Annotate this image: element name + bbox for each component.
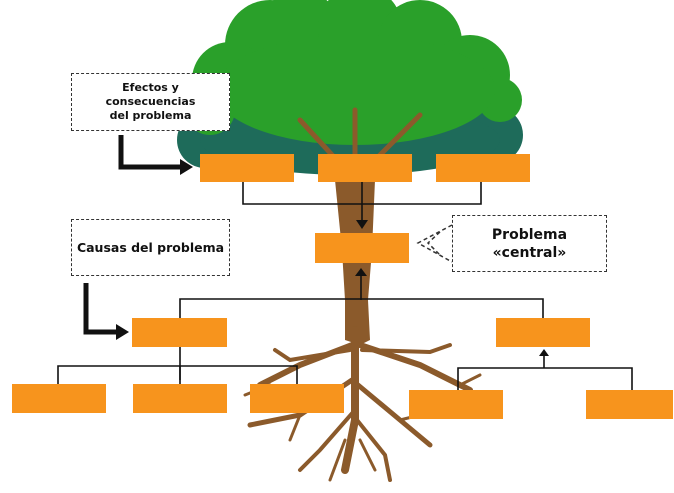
effects-label: Efectos y consecuencias del problema xyxy=(71,73,230,131)
central-chevron-icon xyxy=(416,224,453,263)
arrowheads xyxy=(355,220,549,356)
central-problem-box[interactable] xyxy=(315,233,409,263)
causes-arrow-icon xyxy=(116,324,129,340)
secondary-cause-box-3[interactable] xyxy=(250,384,344,413)
central-label-line1: Problema xyxy=(491,226,568,243)
primary-cause-box-2[interactable] xyxy=(496,318,590,347)
effects-label-line1: Efectos y consecuencias xyxy=(105,81,196,108)
central-label-line2: «central» xyxy=(492,244,567,261)
effects-label-line2: del problema xyxy=(109,109,192,122)
primary-cause-box-1[interactable] xyxy=(132,318,227,347)
connectors xyxy=(57,182,633,390)
secondary-cause-box-5[interactable] xyxy=(586,390,673,419)
effects-arrow-icon xyxy=(180,159,193,175)
causes-label-text: Causas del problema xyxy=(76,240,225,255)
effect-box-1[interactable] xyxy=(200,154,294,182)
causes-label: Causas del problema xyxy=(71,219,230,276)
effect-box-2[interactable] xyxy=(318,154,412,182)
secondary-cause-box-1[interactable] xyxy=(12,384,106,413)
secondary-cause-box-4[interactable] xyxy=(409,390,503,419)
secondary-cause-box-2[interactable] xyxy=(133,384,227,413)
effect-box-3[interactable] xyxy=(436,154,530,182)
l-arrows xyxy=(83,135,182,335)
central-problem-label: Problema «central» xyxy=(452,215,607,272)
